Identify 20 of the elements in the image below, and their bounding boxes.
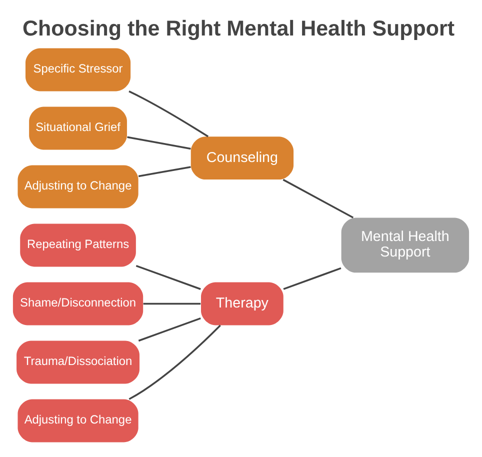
connector <box>282 178 354 218</box>
node-box: Counseling <box>190 136 294 180</box>
connector <box>283 267 342 290</box>
node-box: Specific Stressor <box>25 48 131 92</box>
node-box: Repeating Patterns <box>20 224 136 267</box>
connector <box>128 324 221 400</box>
node-box: Situational Grief <box>29 106 127 150</box>
node-box: Mental Health Support <box>341 218 470 273</box>
node-box: Adjusting to Change <box>18 399 138 442</box>
connector <box>143 302 201 305</box>
diagram-title: Choosing the Right Mental Health Support <box>22 16 455 41</box>
node-box: Adjusting to Change <box>18 165 138 208</box>
connector <box>127 136 191 150</box>
connector <box>138 318 201 342</box>
connector <box>136 264 201 290</box>
connector <box>138 166 191 178</box>
connector <box>128 90 209 138</box>
node-box: Shame/Disconnection <box>12 282 144 326</box>
node-box: Trauma/Dissociation <box>16 340 140 384</box>
node-box: Therapy <box>201 282 284 326</box>
